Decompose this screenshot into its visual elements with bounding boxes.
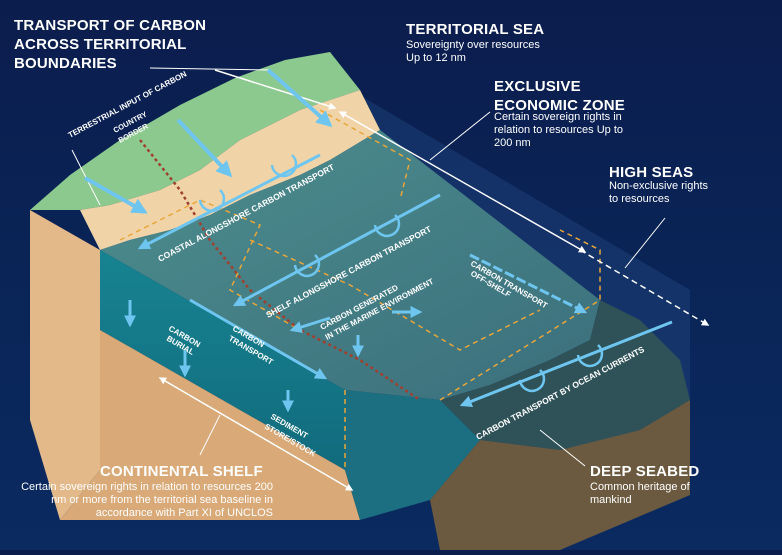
deep-seabed-leader (539, 429, 586, 467)
eez-heading: EXCLUSIVE ECONOMIC ZONE (494, 78, 625, 114)
deep-front-face (345, 390, 480, 520)
eez-leader (429, 111, 491, 161)
high-seas-description: Non-exclusive rights to resources (609, 180, 709, 205)
coastal-eddy (198, 189, 226, 213)
shelf-eddy (293, 254, 321, 278)
diagram-title: TRANSPORT OF CARBON ACROSS TERRITORIAL B… (14, 17, 207, 72)
land-green (30, 52, 360, 210)
ocean-current-arrow (459, 320, 673, 408)
shelf-eddy (373, 214, 401, 238)
ocean-eddy (518, 369, 546, 393)
eez-boundary-inner (119, 199, 301, 331)
high-seas-heading: HIGH SEAS (609, 164, 694, 181)
marine-arrow (289, 316, 331, 333)
territorial-sea-description: Sovereignty over resources Up to 12 nm (406, 39, 540, 64)
sea-surface (100, 130, 600, 400)
continental-shelf-description: Certain sovereign rights in relation to … (21, 481, 273, 519)
deep-seabed-surface (440, 300, 690, 450)
front-transport-arrow (189, 298, 328, 380)
terrestrial-input-arrow (176, 118, 233, 178)
eez-description: Certain sovereign rights in relation to … (494, 111, 624, 149)
terrestrial-input-arrow (266, 68, 333, 128)
country-border-line (139, 139, 421, 402)
offshelf-arrow (469, 253, 588, 314)
territorial-sea-heading: TERRITORIAL SEA (406, 21, 545, 38)
title-leader (149, 67, 271, 71)
continental-shelf-arrow (158, 377, 354, 491)
high-seas-leader (624, 217, 666, 269)
deep-floor-front (430, 400, 690, 550)
continental-shelf-leader (199, 414, 221, 456)
ocean-eddy (576, 344, 604, 368)
shelf-boundary (249, 239, 541, 351)
deep-seabed-description: Common heritage of mankind (590, 481, 690, 506)
eez-arrow (338, 111, 587, 253)
coastal-eddy (270, 154, 298, 178)
land-side-face (30, 210, 100, 520)
terrestrial-input-arrow (84, 176, 148, 214)
high-seas-arrow (579, 249, 710, 326)
deep-seabed-heading: DEEP SEABED (590, 463, 700, 480)
shelf-transport-arrow (232, 193, 441, 307)
territorial-sea-arrow (214, 69, 337, 110)
coastal-transport-arrow (137, 153, 321, 250)
continental-shelf-heading: CONTINENTAL SHELF (100, 463, 263, 480)
